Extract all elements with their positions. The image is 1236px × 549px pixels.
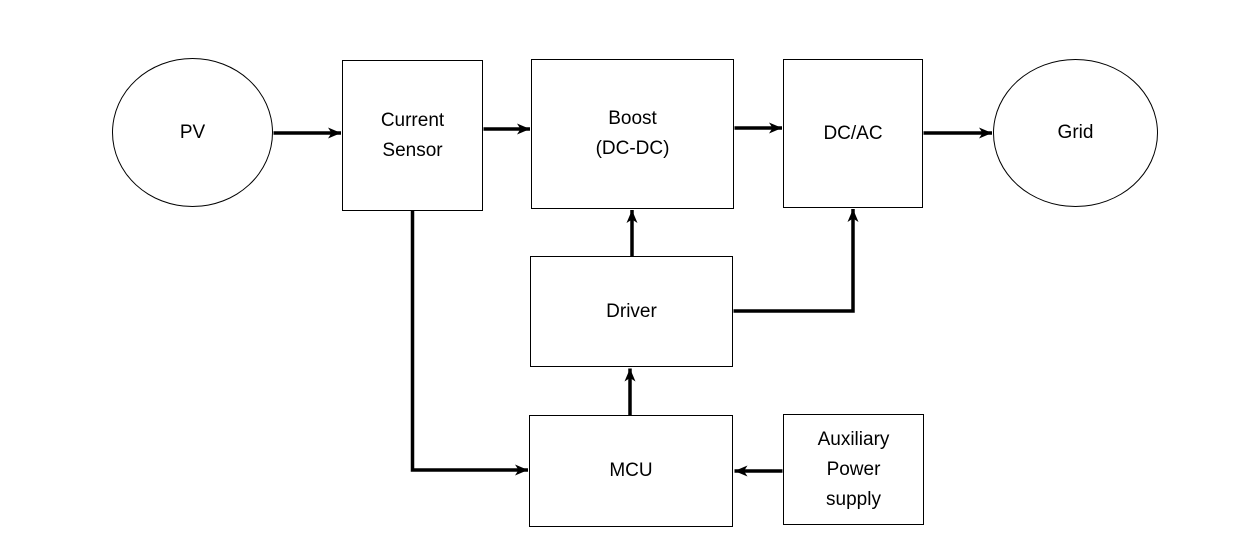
node-driver-label: Driver [606,300,657,322]
node-current-sensor: Current Sensor [342,60,483,211]
node-mcu-label: MCU [609,460,653,481]
node-auxiliary-power-supply: Auxiliary Power supply [783,414,924,525]
node-dc-ac-label: DC/AC [823,122,883,144]
node-auxiliary-power-supply-label: Auxiliary Power supply [817,428,890,510]
node-grid: Grid [993,59,1158,207]
node-dc-ac: DC/AC [783,59,923,208]
edge-driver-to-dcac [733,209,859,313]
node-pv-label: PV [179,121,206,143]
node-boost-dc-dc: Boost (DC-DC) [531,59,734,209]
node-pv: PV [112,58,273,207]
node-driver: Driver [530,256,733,367]
node-current-sensor-label: Current Sensor [380,109,445,161]
node-grid-label: Grid [1057,122,1094,143]
node-mcu: MCU [529,415,733,527]
edge-current-sensor-to-mcu [410,211,528,476]
node-boost-dc-dc-label: Boost (DC-DC) [595,108,670,159]
